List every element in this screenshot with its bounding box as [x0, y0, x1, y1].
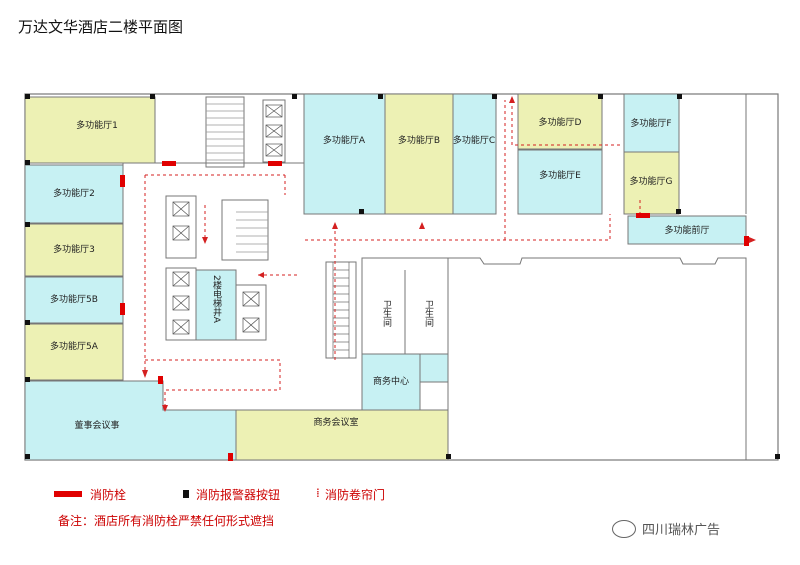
room-mfc-label: 多功能厅C: [453, 134, 495, 146]
wechat-icon: [612, 519, 636, 538]
legend-shutter-label: 消防卷帘门: [325, 488, 386, 502]
elevator-right: [235, 284, 267, 341]
elevator-shaft-a: [195, 269, 237, 341]
page-title: 万达文华酒店二楼平面图: [18, 18, 184, 36]
room-business-meeting[interactable]: [235, 409, 449, 461]
legend-hydrant-label: 消防栓: [90, 488, 127, 502]
room-pre-hall-label: 多功能前厅: [664, 224, 709, 236]
room-mf5a-label: 多功能厅5A: [50, 340, 99, 352]
restroom-1-label: 卫生间: [381, 300, 392, 328]
room-mf1-label: 多功能厅1: [76, 119, 118, 131]
room-mf3-label: 多功能厅3: [53, 243, 95, 255]
elevator-left-upper: [165, 195, 197, 259]
legend-shutter-swatch: ⁞: [316, 486, 320, 500]
room-business-meeting-label: 商务会议室: [313, 416, 358, 428]
stair-core: [221, 199, 269, 261]
room-mff[interactable]: [623, 93, 680, 153]
room-mf2-label: 多功能厅2: [53, 187, 95, 199]
right-wing-wall: [447, 257, 747, 460]
hydrant-markers: [120, 161, 749, 461]
room-mfb[interactable]: [384, 93, 454, 215]
legend-hydrant-swatch: [54, 491, 82, 497]
elevator-left-lower: [165, 267, 197, 341]
room-mf5a[interactable]: [24, 323, 124, 381]
room-mfd-label: 多功能厅D: [539, 116, 582, 128]
room-business-center[interactable]: [361, 353, 421, 411]
room-mfg-label: 多功能厅G: [630, 175, 673, 187]
alarm-markers: [25, 94, 780, 459]
room-mfc[interactable]: [452, 93, 497, 215]
legend-alarm-swatch: [183, 490, 189, 498]
room-mf5b[interactable]: [24, 276, 124, 324]
room-mfa[interactable]: [303, 93, 386, 215]
room-mfb-label: 多功能厅B: [398, 134, 440, 146]
elevator-shaft-a-label: 2楼电梯井A: [211, 275, 222, 324]
watermark: 四川瑞林广告: [612, 519, 720, 538]
legend-alarm-label: 消防报警器按钮: [196, 488, 281, 502]
room-mfa-label: 多功能厅A: [323, 134, 366, 146]
room-mf1[interactable]: [24, 96, 156, 164]
room-mfe[interactable]: [517, 149, 603, 215]
route-arrows: [142, 96, 756, 412]
room-board-label: 董事会议事: [74, 419, 119, 431]
note-text: 备注：酒店所有消防栓严禁任何形式遮挡: [58, 514, 275, 528]
room-pre-hall[interactable]: [627, 215, 747, 245]
room-mf5b-label: 多功能厅5B: [50, 293, 98, 305]
room-business-center-label: 商务中心: [373, 375, 409, 387]
room-mfg[interactable]: [623, 151, 680, 215]
watermark-text: 四川瑞林广告: [642, 523, 721, 538]
room-mfd[interactable]: [517, 93, 603, 150]
restroom-2-label: 卫生间: [423, 300, 434, 328]
room-mfe-label: 多功能厅E: [539, 169, 581, 181]
room-mff-label: 多功能厅F: [630, 117, 671, 129]
